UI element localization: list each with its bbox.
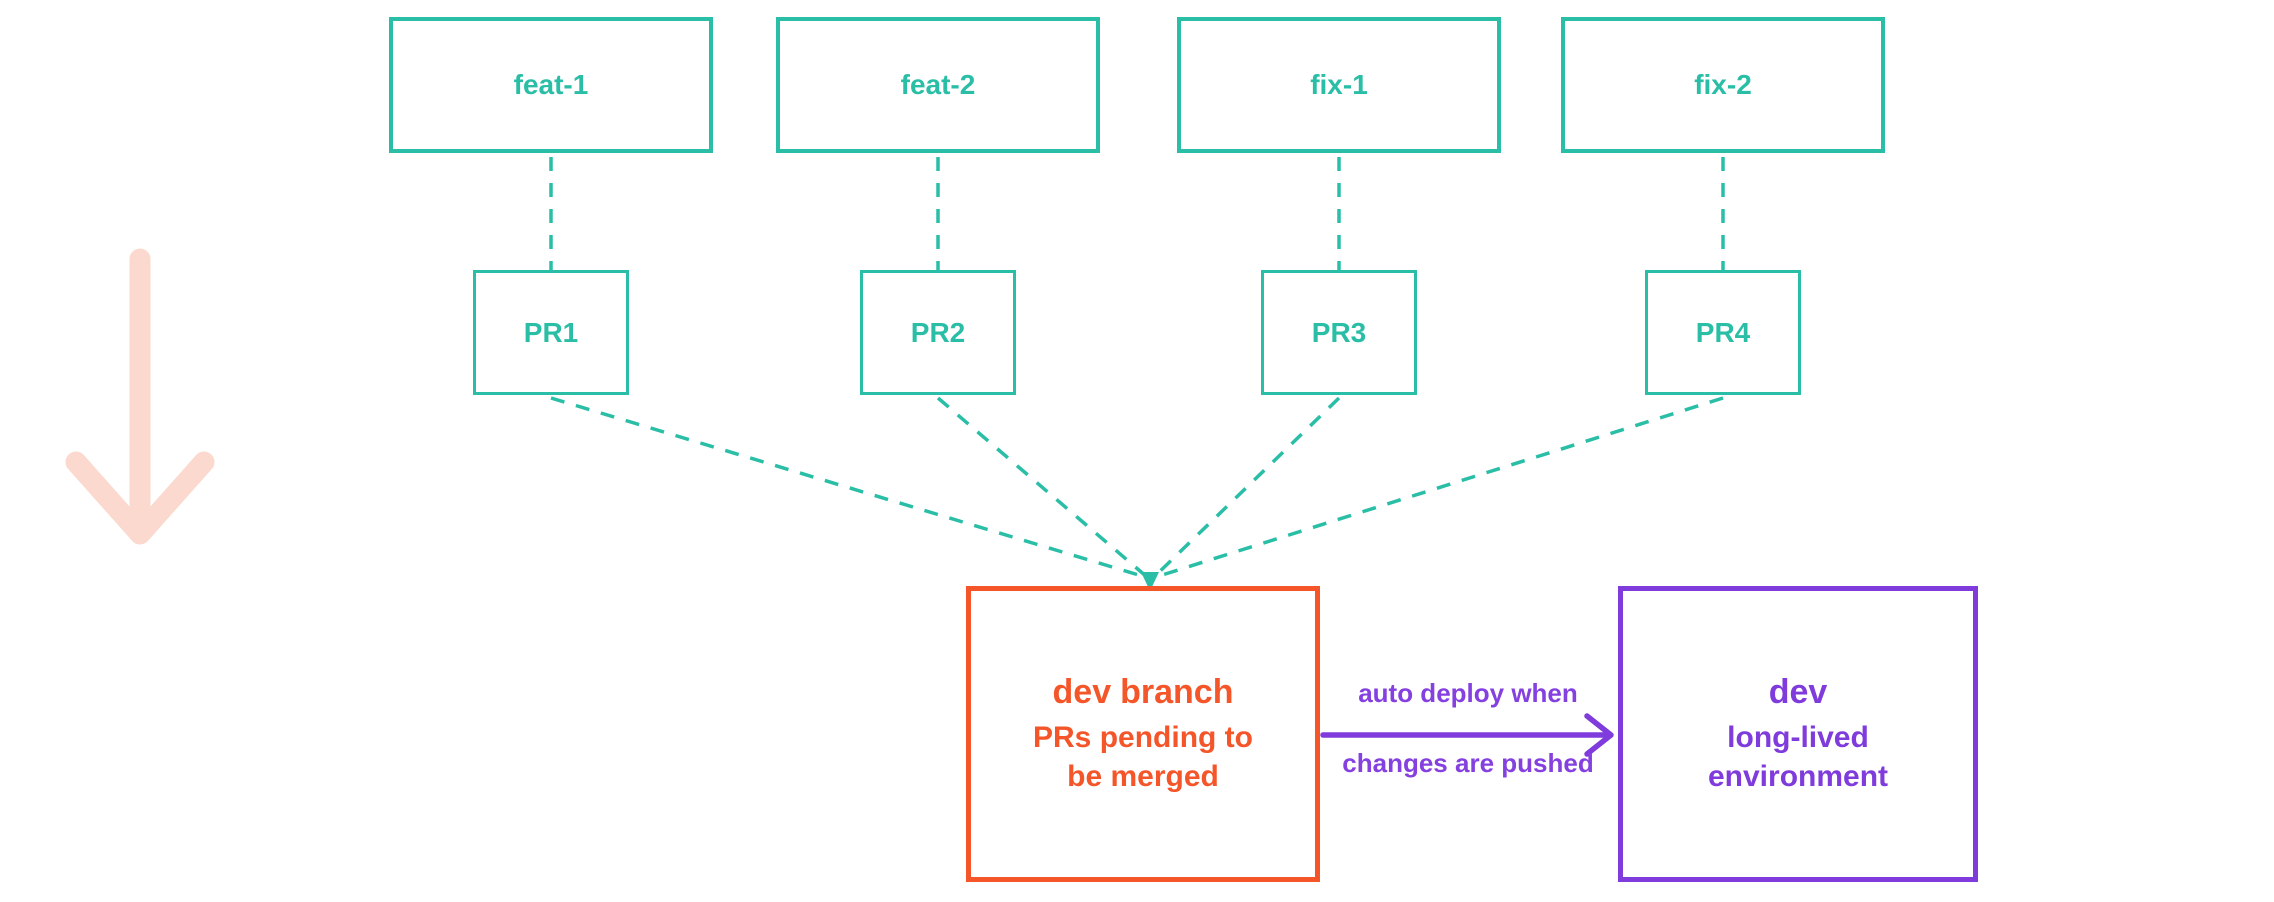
environment-subtitle: long-lived environment [1707,720,1889,794]
dev-environment-box: dev long-lived environment [1618,586,1978,882]
deploy-arrow-label-line2: changes are pushed [1342,748,1594,778]
pr-merge-line-4 [1158,396,1724,578]
branch-label: feat-1 [513,69,589,100]
pr-merge-lines [550,396,1724,579]
pr-box-1: PR1 [473,270,629,395]
branch-box-feat-2: feat-2 [776,17,1100,153]
branch-box-fix-1: fix-1 [1177,17,1501,153]
flow-down-arrow-icon [65,248,215,545]
pr-merge-line-1 [550,396,1143,578]
pr-merge-line-2 [936,396,1149,579]
branch-box-feat-1: feat-1 [389,17,713,153]
pr-box-3: PR3 [1261,270,1417,395]
pr-label: PR4 [1695,316,1751,348]
branch-box-fix-2: fix-2 [1561,17,1885,153]
environment-title: dev [1769,671,1828,714]
dev-branch-title-rest: branch [1120,673,1234,712]
pr-label: PR1 [523,316,579,348]
pr-box-4: PR4 [1645,270,1801,395]
environment-title-bold: dev [1768,673,1828,712]
pr-label: PR2 [910,316,966,348]
merge-arrowhead-icon [1141,572,1159,591]
pr-merge-line-3 [1152,396,1341,579]
deploy-arrow [1320,713,1614,757]
pr-box-2: PR2 [860,270,1016,395]
dev-branch-subtitle: PRs pending to be merged [1033,720,1253,794]
branch-label: fix-1 [1310,69,1368,100]
deploy-arrowhead-icon [1584,713,1614,757]
branch-label: feat-2 [900,69,976,100]
deploy-arrow-label-line1: auto deploy when [1358,678,1578,708]
dev-branch-title-bold: dev [1052,673,1112,712]
pr-label: PR3 [1311,316,1367,348]
branch-pr-link-lines [549,157,1725,272]
branch-label: fix-2 [1694,69,1752,100]
